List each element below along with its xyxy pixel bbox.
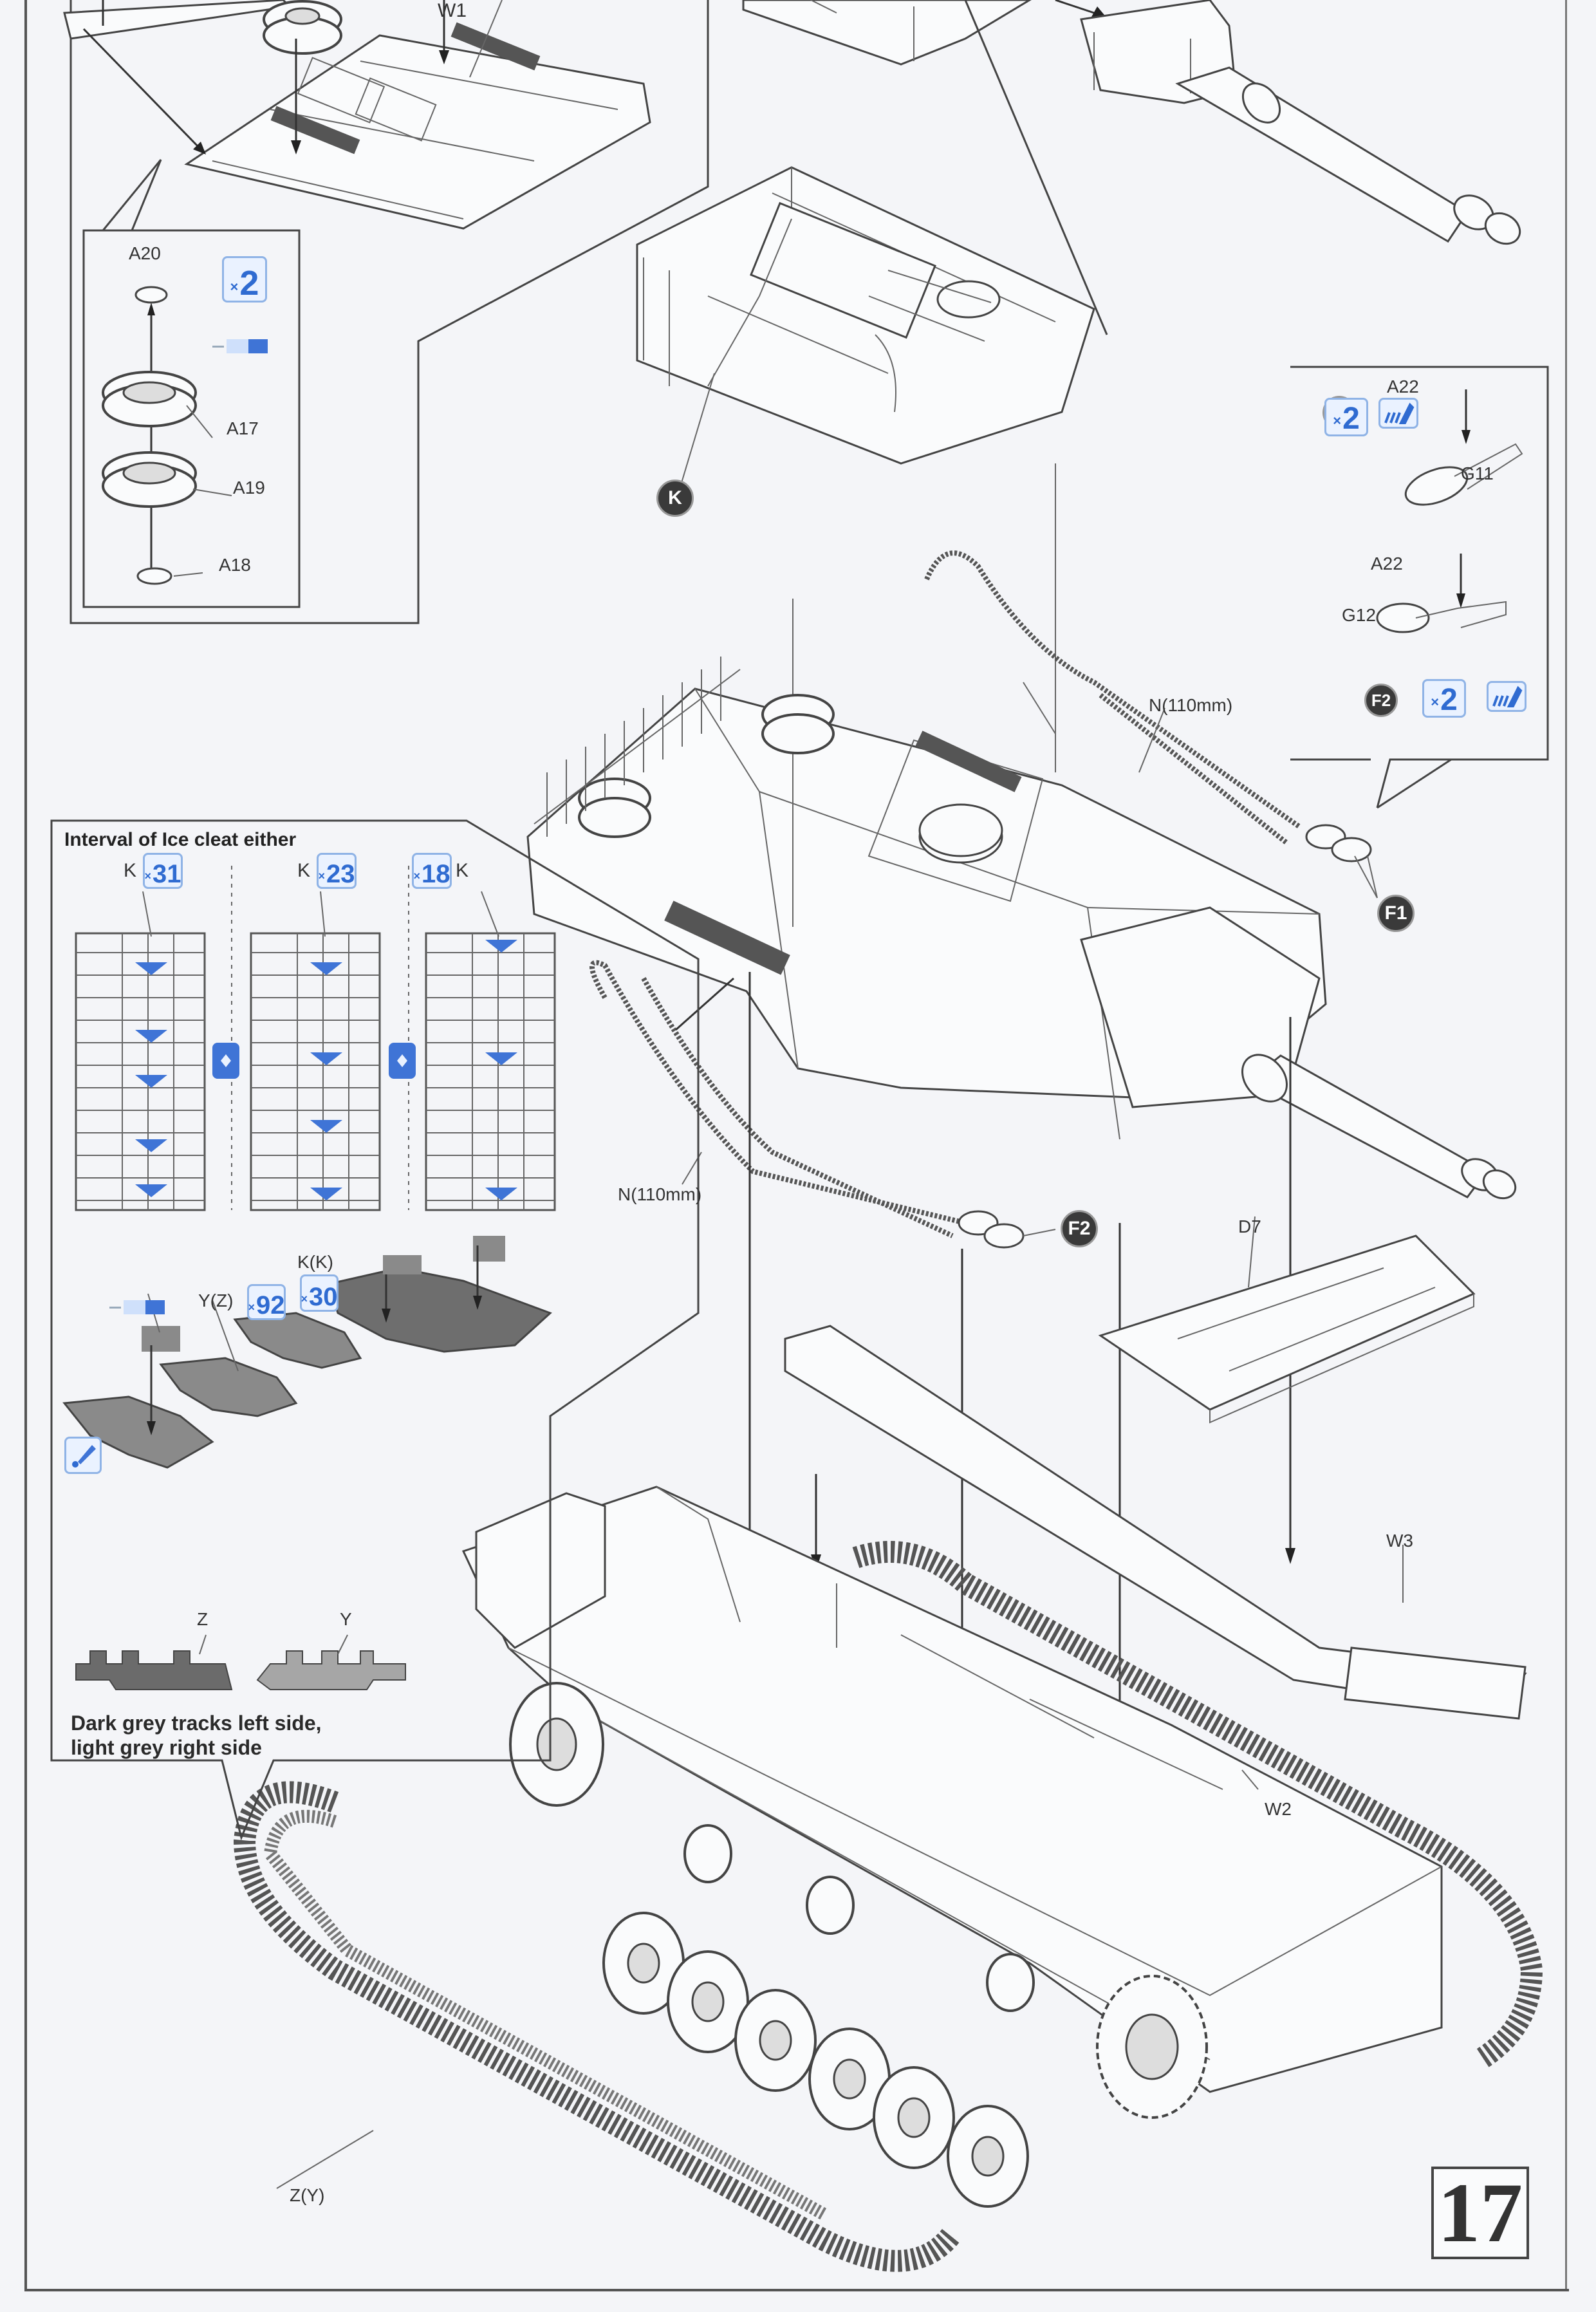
cleat-part-label: K xyxy=(124,860,137,881)
track-right xyxy=(852,1541,1543,2069)
part-label-a20: A20 xyxy=(129,243,161,263)
part-label-w3: W3 xyxy=(1386,1531,1413,1551)
glue-applicator-icon xyxy=(64,1437,102,1474)
cleat-pattern-23 xyxy=(250,932,381,1211)
paint-brush-icon xyxy=(1378,398,1418,429)
cleat-quantity-badge-18: ×18 xyxy=(412,853,452,889)
track-profile-y xyxy=(256,1650,406,1690)
part-label-w2: W2 xyxy=(1265,1799,1292,1819)
part-label-g11: G11 xyxy=(1461,463,1494,483)
part-label-w1: W1 xyxy=(438,0,467,21)
alternative-option-icon xyxy=(212,1043,239,1079)
quantity-value: 92 xyxy=(256,1291,285,1319)
cleat-quantity-badge-30: ×30 xyxy=(300,1274,339,1312)
quantity-value: 18 xyxy=(422,860,450,888)
engine-deck-w1 xyxy=(184,22,651,230)
part-label-a19: A19 xyxy=(233,478,265,498)
page-border-bottom xyxy=(24,2289,1569,2291)
cleat-label-kk: K(K) xyxy=(297,1252,333,1272)
tow-cable-right xyxy=(924,550,1302,830)
page-border-right xyxy=(1565,0,1567,2291)
cable-label-left: N(110mm) xyxy=(618,1184,702,1204)
paint-color-callout xyxy=(212,338,268,355)
cleat-part-label: K xyxy=(297,860,311,881)
track-left xyxy=(233,1781,961,2272)
quantity-badge-f1: ×2 xyxy=(1324,398,1368,436)
cleat-markers xyxy=(135,940,517,1200)
paint-color-callout xyxy=(109,1299,165,1316)
alternative-option-icon xyxy=(389,1043,416,1079)
cleat-quantity-badge-23: ×23 xyxy=(317,853,357,889)
road-wheels xyxy=(602,1824,1035,2208)
track-type-y: Y xyxy=(340,1609,352,1629)
cleat-pattern-18 xyxy=(425,932,556,1211)
note-line-2: light grey right side xyxy=(71,1736,262,1759)
tow-shackle-g11 xyxy=(1404,389,1523,506)
part-label-a22-bottom: A22 xyxy=(1371,554,1403,573)
lower-hull xyxy=(461,1486,1443,2093)
cleat-pattern-31 xyxy=(75,932,206,1211)
idler-wheel xyxy=(509,1682,604,1807)
track-label-zy: Z(Y) xyxy=(290,2185,325,2205)
ice-cleat-callout-title: Interval of Ice cleat either xyxy=(64,829,297,850)
upper-hull xyxy=(526,463,1517,1200)
wheel-stack-detail xyxy=(102,286,232,585)
top-left-inset-frame xyxy=(70,0,709,624)
spare-road-wheel xyxy=(263,0,342,55)
track-profile-z xyxy=(75,1650,233,1690)
gun-mantlet-barrel xyxy=(1080,0,1521,245)
part-label-d7: D7 xyxy=(1238,1217,1261,1236)
subassembly-marker-k: K xyxy=(656,480,694,517)
track-type-z: Z xyxy=(197,1609,209,1629)
part-label-a22-top: A22 xyxy=(1387,377,1419,396)
quantity-value: 30 xyxy=(309,1283,338,1311)
track-color-note: Dark grey tracks left side, light grey r… xyxy=(71,1711,322,1760)
part-label-a17: A17 xyxy=(227,418,259,438)
wheel-detail-box xyxy=(82,229,301,608)
ice-cleat-callout-frame xyxy=(50,819,700,1841)
tow-shackles-upper xyxy=(958,824,1372,1249)
marker-f2: F2 xyxy=(1061,1210,1098,1247)
link-label-yz: Y(Z) xyxy=(198,1291,234,1310)
quantity-badge: ×2 xyxy=(222,256,267,303)
tow-cable-left xyxy=(589,960,966,1226)
quantity-value: 2 xyxy=(239,264,259,303)
marker-f1: F1 xyxy=(1377,895,1415,932)
quantity-badge-f2: ×2 xyxy=(1422,679,1466,718)
part-label-a18: A18 xyxy=(219,555,251,575)
link-quantity-badge-92: ×92 xyxy=(247,1284,286,1320)
quantity-value: 31 xyxy=(153,860,181,888)
cleat-quantity-badge-31: ×31 xyxy=(143,853,183,889)
track-link-assembly xyxy=(62,1236,552,1469)
cleat-part-label: K xyxy=(456,860,469,881)
front-plate-d7 xyxy=(1098,1235,1476,1424)
quantity-value: 23 xyxy=(326,860,355,888)
quantity-value: 2 xyxy=(1342,402,1360,436)
paint-brush-icon xyxy=(1487,681,1526,712)
quantity-value: 2 xyxy=(1440,683,1458,717)
subassembly-marker-f2: F2 xyxy=(1364,684,1398,717)
fighting-compartment-k xyxy=(636,166,1095,465)
multiply-sign: × xyxy=(230,279,239,295)
side-callout-frame xyxy=(1290,366,1549,809)
note-line-1: Dark grey tracks left side, xyxy=(71,1711,322,1735)
part-label-g12: G12 xyxy=(1342,605,1376,625)
step-number: 17 xyxy=(1431,2167,1529,2259)
tow-shackle-g12 xyxy=(1376,554,1507,633)
side-rail xyxy=(63,0,292,40)
lower-hull-rail xyxy=(784,1325,1527,1720)
page-border-left xyxy=(24,0,27,2291)
cable-label-right: N(110mm) xyxy=(1149,695,1233,715)
drive-sprocket xyxy=(1096,1975,1208,2119)
